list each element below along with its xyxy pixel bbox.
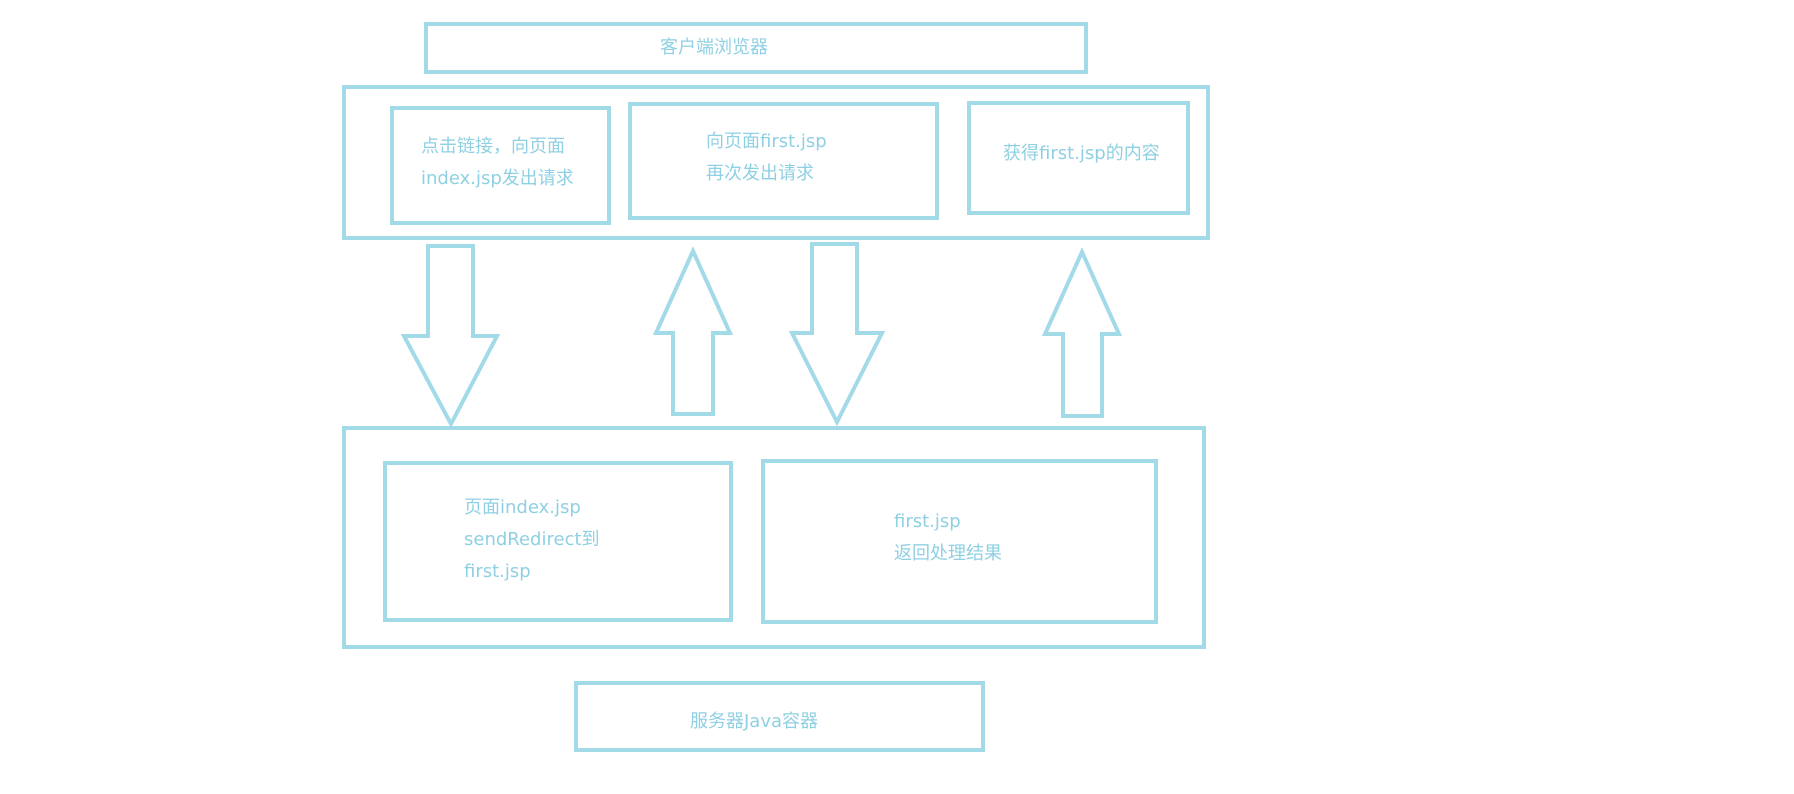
client-step-3-box bbox=[967, 101, 1190, 215]
server-title: 服务器Java容器 bbox=[690, 711, 819, 732]
server-step-2-text: first.jsp 返回处理结果 bbox=[894, 506, 1002, 570]
server-step-2-box bbox=[761, 459, 1158, 624]
server-step-1-line-2: sendRedirect到 bbox=[464, 529, 600, 550]
client-step-1-box bbox=[390, 106, 611, 225]
arrow-down-1 bbox=[400, 244, 501, 429]
server-step-1-box bbox=[383, 461, 733, 622]
server-step-2-line-1: first.jsp bbox=[894, 511, 961, 532]
arrow-up-2 bbox=[1041, 247, 1123, 418]
arrow-down-2 bbox=[788, 242, 886, 427]
server-step-1-line-1: 页面index.jsp bbox=[464, 497, 581, 518]
client-step-2-text: 向页面first.jsp 再次发出请求 bbox=[706, 126, 827, 190]
client-step-2-box bbox=[628, 102, 939, 220]
client-step-1-line-1: 点击链接，向页面 bbox=[421, 136, 565, 157]
server-step-1-text: 页面index.jsp sendRedirect到 first.jsp bbox=[464, 492, 600, 588]
server-title-box bbox=[574, 681, 985, 752]
client-step-2-line-1: 向页面first.jsp bbox=[706, 131, 827, 152]
browser-title: 客户端浏览器 bbox=[660, 37, 768, 58]
client-step-1-text: 点击链接，向页面 index.jsp发出请求 bbox=[421, 131, 574, 195]
arrow-up-1 bbox=[652, 246, 734, 416]
client-step-2-line-2: 再次发出请求 bbox=[706, 163, 814, 184]
browser-title-box bbox=[424, 22, 1088, 74]
client-step-3-text: 获得first.jsp的内容 bbox=[1003, 138, 1160, 170]
client-step-3-line-1: 获得first.jsp的内容 bbox=[1003, 143, 1160, 164]
client-step-1-line-2: index.jsp发出请求 bbox=[421, 168, 574, 189]
server-step-2-line-2: 返回处理结果 bbox=[894, 543, 1002, 564]
server-step-1-line-3: first.jsp bbox=[464, 561, 531, 582]
